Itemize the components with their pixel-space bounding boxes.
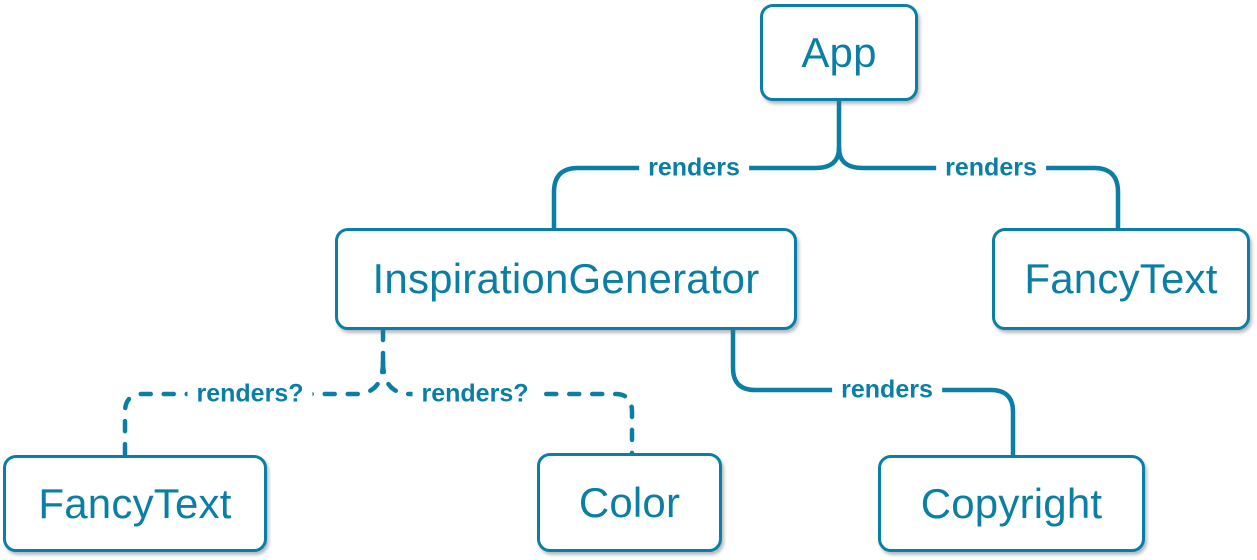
edge-inspirationgenerator-to-fancytext-dashed <box>122 359 386 458</box>
node-fancy-text-top-label: FancyText <box>1024 255 1218 302</box>
node-fancy-text-bottom: FancyText <box>3 455 267 552</box>
edge-label-app-fancytext: renders <box>936 154 1046 182</box>
node-app: App <box>760 4 918 101</box>
edge-app-to-inspirationgenerator <box>551 145 842 231</box>
edge-app-to-fancytext <box>836 145 1121 231</box>
node-fancy-text-bottom-label: FancyText <box>38 479 232 527</box>
edge-label-inspirationgenerator-color: renders? <box>412 380 538 408</box>
node-color-label: Color <box>578 478 681 526</box>
node-fancy-text-top: FancyText <box>992 228 1250 330</box>
node-inspiration-generator-label: InspirationGenerator <box>372 255 760 302</box>
edge-label-inspirationgenerator-fancytext: renders? <box>187 380 313 408</box>
edge-inspirationgenerator-to-color-dashed <box>380 359 635 456</box>
edge-label-app-inspirationgenerator: renders <box>639 154 749 182</box>
node-copyright-label: Copyright <box>920 479 1103 527</box>
node-color: Color <box>537 453 722 552</box>
node-copyright: Copyright <box>878 455 1145 552</box>
node-inspiration-generator: InspirationGenerator <box>335 228 797 330</box>
edge-label-inspirationgenerator-copyright: renders <box>832 376 942 404</box>
node-app-label: App <box>801 28 877 76</box>
